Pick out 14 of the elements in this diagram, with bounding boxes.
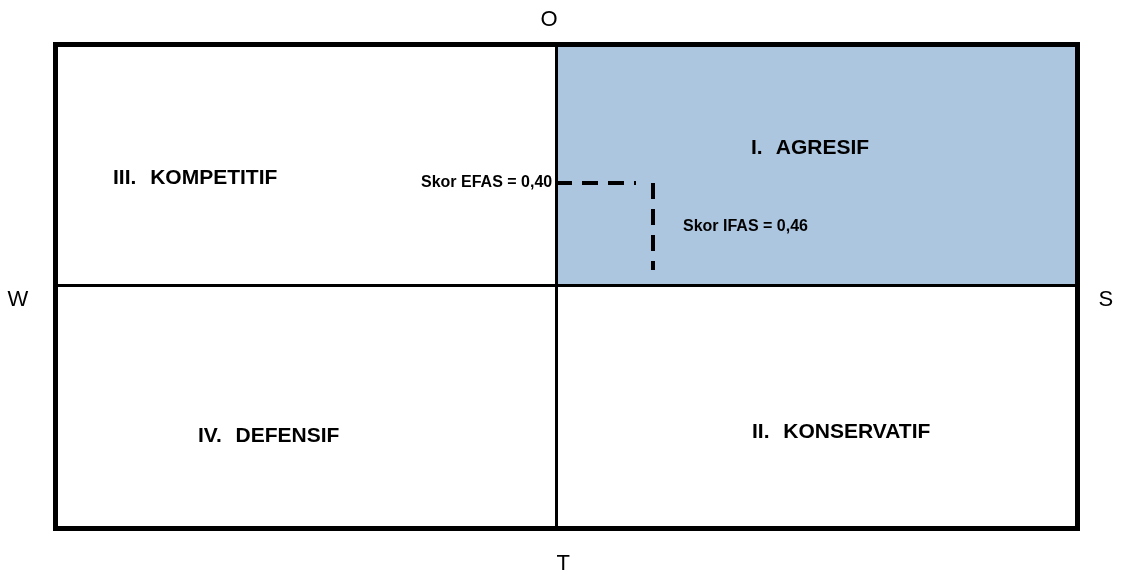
axis-label: T (556, 550, 570, 576)
quadrant-box (53, 285, 557, 531)
quadrant-box (556, 42, 1080, 286)
axis-label: O (540, 6, 558, 32)
score-label: Skor IFAS = 0,46 (683, 217, 808, 235)
quadrant-title: I. AGRESIF (751, 135, 870, 159)
quadrant-title: IV. DEFENSIF (198, 423, 340, 447)
quadrant-title: II. KONSERVATIF (752, 419, 931, 443)
quadrant-box (556, 285, 1080, 531)
axis-label: S (1098, 286, 1114, 312)
quadrant-box (53, 42, 557, 286)
quadrant-title: III. KOMPETITIF (113, 165, 278, 189)
score-label: Skor EFAS = 0,40 (421, 173, 553, 191)
axis-label: W (7, 286, 29, 312)
